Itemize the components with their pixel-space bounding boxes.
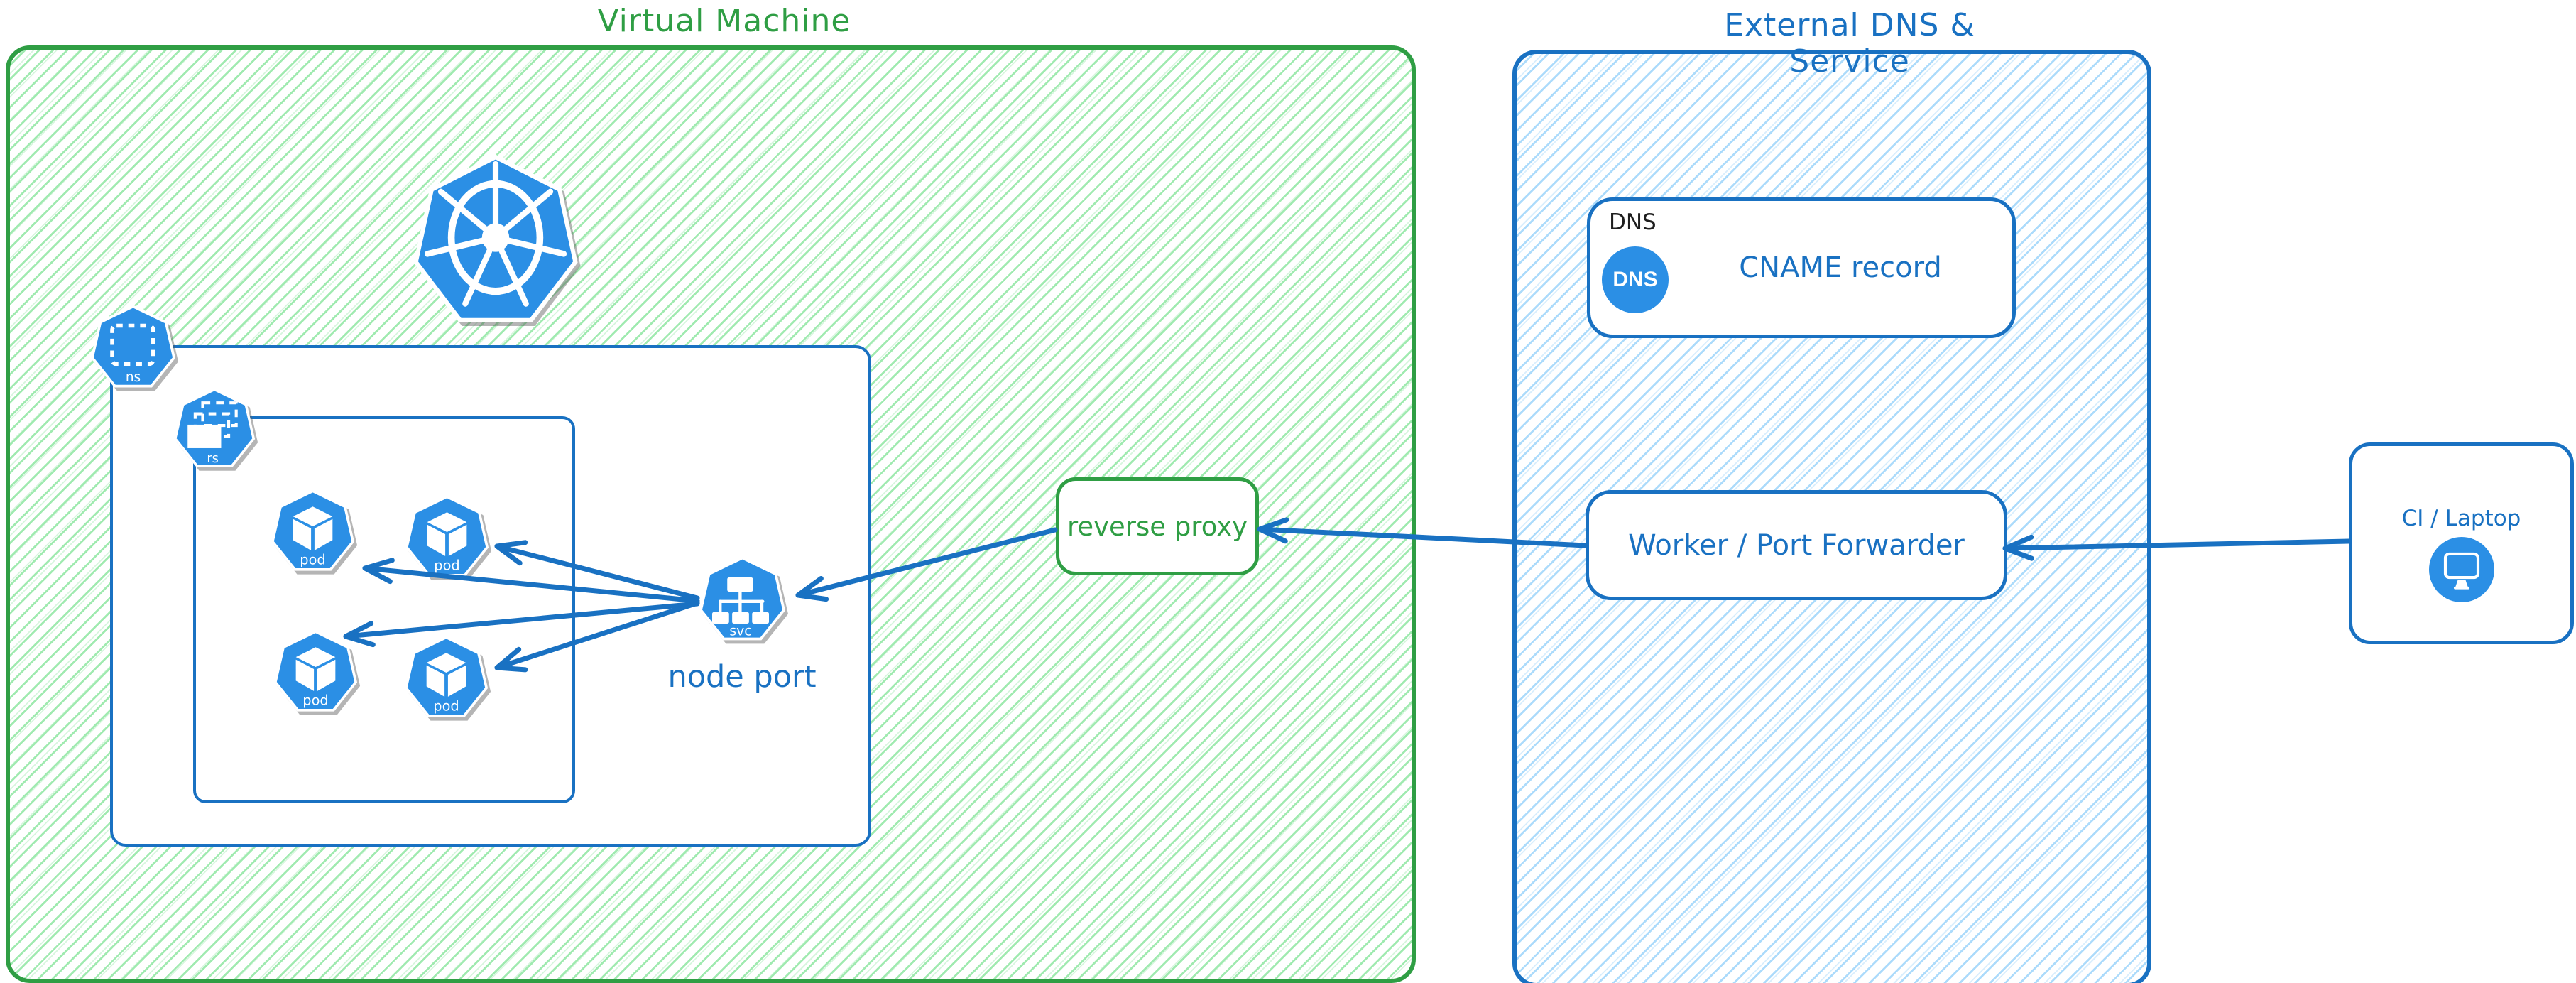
dns-record-box: DNS DNS CNAME record xyxy=(1587,197,2016,338)
service-icon: svc xyxy=(699,556,785,641)
reverse-proxy-label: reverse proxy xyxy=(1066,511,1248,542)
replicaset-icon-label: rs xyxy=(207,452,219,466)
replicaset-icon: rs xyxy=(174,388,255,467)
dns-icon-text: DNS xyxy=(1612,268,1658,291)
monitor-icon xyxy=(2428,537,2494,602)
kubernetes-logo-icon xyxy=(410,153,581,332)
cube-glyph xyxy=(426,653,466,697)
tree-glyph xyxy=(712,577,769,624)
dns-icon: DNS xyxy=(1602,246,1669,313)
stacked-rects-glyph xyxy=(187,401,238,448)
replicaset-box xyxy=(193,416,575,803)
worker-label: Worker / Port Forwarder xyxy=(1628,528,1965,562)
pod-icon-1: pod xyxy=(271,489,354,571)
dns-tag-label: DNS xyxy=(1609,210,1657,235)
ci-laptop-label: CI / Laptop xyxy=(2401,506,2521,531)
pod-icon-label: pod xyxy=(302,692,328,708)
namespace-icon-label: ns xyxy=(126,370,141,385)
worker-port-forwarder-box: Worker / Port Forwarder xyxy=(1586,490,2007,600)
pod-icon-label: pod xyxy=(434,557,459,573)
cube-glyph xyxy=(293,506,333,550)
external-dns-title: External DNS & Service xyxy=(1724,7,1975,80)
pod-icon-label: pod xyxy=(433,697,459,714)
cube-glyph xyxy=(427,512,467,556)
node-port-caption: node port xyxy=(667,659,817,695)
ci-laptop-box: CI / Laptop xyxy=(2349,442,2574,644)
monitor-glyph xyxy=(2443,552,2479,590)
service-icon-label: svc xyxy=(729,624,751,639)
cube-glyph xyxy=(295,647,336,691)
dashed-square-glyph xyxy=(110,323,155,366)
pod-icon-label: pod xyxy=(300,551,325,567)
reverse-proxy-box: reverse proxy xyxy=(1056,477,1259,575)
virtual-machine-title: Virtual Machine xyxy=(597,3,851,39)
cname-record-label: CNAME record xyxy=(1739,251,1942,284)
pod-icon-2: pod xyxy=(405,495,489,577)
namespace-icon: ns xyxy=(91,305,175,388)
pod-icon-4: pod xyxy=(405,636,488,717)
pod-icon-3: pod xyxy=(274,630,357,712)
